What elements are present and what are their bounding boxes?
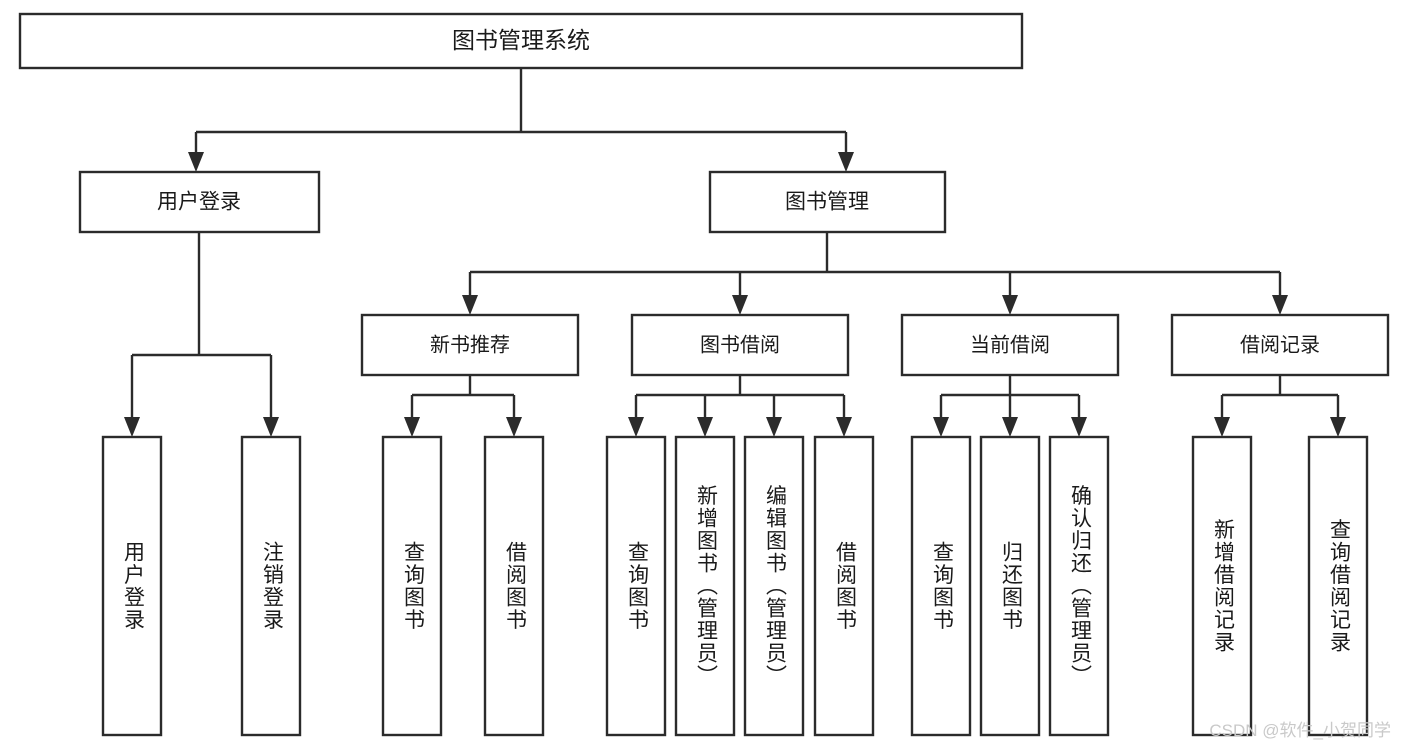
connector-borrowrecord-to-leaves	[1214, 375, 1346, 437]
leaf-new-book-query[interactable]: 查询图书	[381, 435, 443, 737]
leaf-box	[674, 435, 736, 737]
leaf-label: 新增借阅记录	[1211, 519, 1235, 654]
leaf-box	[979, 435, 1041, 737]
leaf-user-login-logout[interactable]: 注销登录	[240, 435, 302, 737]
leaf-box	[605, 435, 667, 737]
leaf-new-book-borrow[interactable]: 借阅图书	[483, 435, 545, 737]
leaf-label: 确认归还（管理员）	[1068, 485, 1092, 688]
node-new-book-recommend-label: 新书推荐	[430, 333, 510, 356]
connector-newbook-to-leaves	[404, 375, 522, 437]
leaf-box	[910, 435, 972, 737]
connector-bookborrow-to-leaves	[628, 375, 852, 437]
leaf-borrow-record-add[interactable]: 新增借阅记录	[1191, 435, 1253, 737]
node-book-borrow[interactable]: 图书借阅	[630, 313, 850, 377]
connector-booksmgmt-to-level2	[462, 232, 1288, 315]
node-new-book-recommend-box	[360, 313, 580, 377]
leaf-box	[1191, 435, 1253, 737]
node-user-login-box	[78, 170, 321, 234]
leaf-borrow-record-query[interactable]: 查询借阅记录	[1307, 435, 1369, 737]
node-borrow-record-label: 借阅记录	[1240, 333, 1320, 356]
leaf-label: 编辑图书（管理员）	[763, 485, 787, 688]
node-new-book-recommend[interactable]: 新书推荐	[360, 313, 580, 377]
leaf-label: 查询借阅记录	[1327, 519, 1351, 654]
leaf-label: 注销登录	[260, 541, 284, 631]
leaf-label: 查询图书	[401, 541, 425, 631]
node-root-system[interactable]: 图书管理系统	[18, 12, 1024, 70]
leaf-book-borrow-query[interactable]: 查询图书	[605, 435, 667, 737]
leaf-current-borrow-confirm-return[interactable]: 确认归还（管理员）	[1048, 435, 1110, 737]
leaf-label: 借阅图书	[833, 541, 857, 631]
leaf-book-borrow-edit[interactable]: 编辑图书（管理员）	[743, 435, 805, 737]
leaf-box	[101, 435, 163, 737]
leaf-book-borrow-add[interactable]: 新增图书（管理员）	[674, 435, 736, 737]
leaf-box	[743, 435, 805, 737]
node-book-borrow-box	[630, 313, 850, 377]
connector-root-to-level1	[188, 68, 854, 172]
node-user-login[interactable]: 用户登录	[78, 170, 321, 234]
node-root-box	[18, 12, 1024, 70]
leaf-user-login-login[interactable]: 用户登录	[101, 435, 163, 737]
leaf-label: 查询图书	[930, 541, 954, 631]
node-borrow-record-box	[1170, 313, 1390, 377]
connector-userlogin-to-leaves	[124, 232, 279, 437]
node-books-management[interactable]: 图书管理	[708, 170, 947, 234]
leaf-box	[381, 435, 443, 737]
node-borrow-record[interactable]: 借阅记录	[1170, 313, 1390, 377]
node-books-management-label: 图书管理	[785, 191, 869, 214]
leaf-current-borrow-return[interactable]: 归还图书	[979, 435, 1041, 737]
leaf-box	[1307, 435, 1369, 737]
leaf-current-borrow-query[interactable]: 查询图书	[910, 435, 972, 737]
leaf-box	[483, 435, 545, 737]
leaf-box	[240, 435, 302, 737]
node-current-borrow-label: 当前借阅	[970, 333, 1050, 356]
leaf-label: 归还图书	[999, 541, 1023, 631]
leaf-label: 用户登录	[121, 541, 145, 631]
connector-currentborrow-to-leaves	[933, 375, 1087, 437]
leaf-book-borrow-borrow[interactable]: 借阅图书	[813, 435, 875, 737]
leaf-label: 查询图书	[625, 541, 649, 631]
leaf-box	[813, 435, 875, 737]
node-current-borrow-box	[900, 313, 1120, 377]
node-books-management-box	[708, 170, 947, 234]
node-root-label: 图书管理系统	[452, 27, 590, 53]
node-book-borrow-label: 图书借阅	[700, 333, 780, 356]
leaf-label: 新增图书（管理员）	[694, 485, 718, 688]
leaf-label: 借阅图书	[503, 541, 527, 631]
node-user-login-label: 用户登录	[157, 191, 241, 214]
node-current-borrow[interactable]: 当前借阅	[900, 313, 1120, 377]
leaf-box	[1048, 435, 1110, 737]
